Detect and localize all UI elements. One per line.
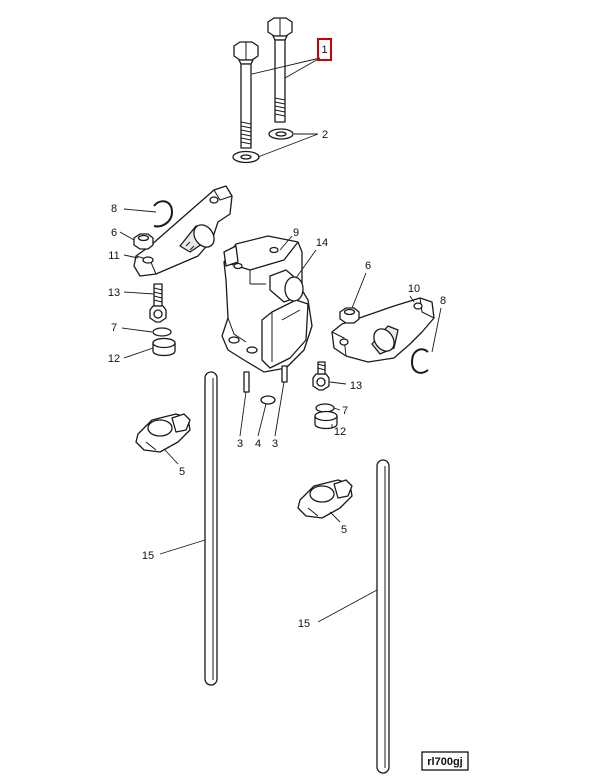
callout-5-left[interactable]: 5: [179, 466, 185, 478]
callout-6-left[interactable]: 6: [111, 227, 117, 239]
highlight-box: [317, 38, 332, 61]
o-ring-left[interactable]: [152, 327, 172, 337]
adjusting-screw-right[interactable]: [312, 361, 330, 391]
nut-left[interactable]: [133, 233, 154, 250]
rocker-pedestal[interactable]: [221, 235, 313, 373]
callout-15-right[interactable]: 15: [298, 618, 310, 630]
dowel-pin-left[interactable]: [243, 371, 250, 393]
ball-cup-left[interactable]: [152, 337, 176, 357]
push-rod-right[interactable]: [376, 459, 390, 774]
callout-11[interactable]: 11: [108, 250, 119, 262]
adjusting-screw-left[interactable]: [149, 283, 167, 323]
callout-14[interactable]: 14: [316, 237, 328, 249]
callout-15-left[interactable]: 15: [142, 550, 154, 562]
callout-12-right[interactable]: 12: [334, 426, 346, 438]
bolt-right[interactable]: [267, 17, 293, 123]
leader-lines: [119, 57, 442, 623]
ball-cup-right[interactable]: [314, 410, 338, 430]
washer-upper[interactable]: [268, 128, 294, 140]
callout-8-right[interactable]: 8: [440, 295, 446, 307]
diagram-code-box: rl700gj: [421, 751, 469, 771]
dowel-pin-right[interactable]: [281, 365, 288, 383]
callout-1[interactable]: 1: [321, 44, 327, 56]
sealing-ring[interactable]: [260, 395, 276, 405]
callout-5-right[interactable]: 5: [341, 524, 347, 536]
circlip-right[interactable]: [411, 348, 429, 374]
rocker-arm-right[interactable]: [331, 297, 435, 363]
callout-7-right[interactable]: 7: [342, 405, 348, 417]
rocker-arm-left[interactable]: [133, 185, 233, 277]
nut-right[interactable]: [339, 307, 360, 324]
callout-10[interactable]: 10: [408, 283, 420, 295]
callout-9[interactable]: 9: [293, 227, 299, 239]
rocker-shaft[interactable]: [269, 269, 304, 303]
callout-3-right[interactable]: 3: [272, 438, 278, 450]
callout-6-right[interactable]: 6: [365, 260, 371, 272]
bolt-left[interactable]: [233, 41, 259, 149]
callout-8-left[interactable]: 8: [111, 203, 117, 215]
callout-3-left[interactable]: 3: [237, 438, 243, 450]
callout-labels: 1 2 8 6 11 9 14 13 7 12 6 10 8 13 7 12 3…: [108, 38, 446, 630]
washer-lower[interactable]: [232, 150, 260, 164]
callout-4[interactable]: 4: [255, 438, 261, 450]
push-rod-left[interactable]: [204, 371, 218, 686]
diagram-code: rl700gj: [427, 756, 462, 768]
cam-follower-left[interactable]: [135, 413, 191, 453]
callout-13-left[interactable]: 13: [108, 287, 120, 299]
callout-2[interactable]: 2: [322, 129, 328, 141]
callout-7-left[interactable]: 7: [111, 322, 117, 334]
callout-13-right[interactable]: 13: [350, 380, 362, 392]
cam-follower-right[interactable]: [297, 479, 353, 519]
callout-12-left[interactable]: 12: [108, 353, 120, 365]
circlip-left[interactable]: [153, 200, 173, 228]
o-ring-right[interactable]: [315, 403, 335, 413]
